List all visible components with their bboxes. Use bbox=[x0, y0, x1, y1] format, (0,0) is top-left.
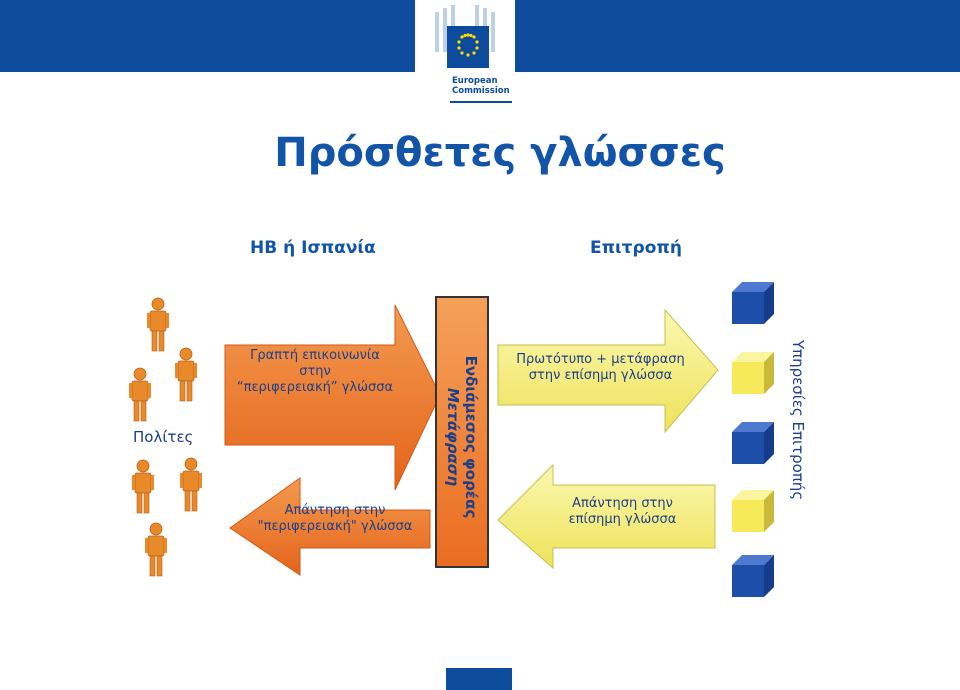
text-line: Μετάφραση bbox=[444, 387, 462, 487]
text-line: στην επίσημη γλώσσα bbox=[528, 368, 673, 383]
cube-yellow-icon bbox=[732, 352, 774, 394]
ec-logo bbox=[415, 0, 515, 105]
cube-blue-icon bbox=[732, 282, 774, 324]
cube-blue-icon bbox=[732, 555, 774, 597]
logo-underline bbox=[450, 101, 512, 103]
right-header: Επιτροπή bbox=[590, 238, 682, 258]
text-line: Ενδιάμεσος φορέας bbox=[462, 355, 480, 519]
ec-building-icon bbox=[435, 5, 495, 68]
text-line: επίσημη γλώσσα bbox=[568, 512, 677, 527]
right-arrow-outgoing bbox=[497, 308, 719, 434]
citizen-icon bbox=[179, 457, 203, 512]
ec-logo-text: European Commission bbox=[452, 76, 510, 96]
cube-yellow-icon bbox=[732, 490, 774, 532]
text-line: στην bbox=[299, 364, 331, 379]
left-arrow-outgoing bbox=[224, 304, 441, 491]
citizens-label: Πολίτες bbox=[133, 428, 194, 446]
logo-line-2: Commission bbox=[452, 86, 510, 96]
right-arrow-bottom-text: Απάντηση στην επίσημη γλώσσα bbox=[550, 496, 695, 528]
cube-blue-icon bbox=[732, 422, 774, 464]
slide-title: Πρόσθετες γλώσσες bbox=[274, 130, 726, 176]
text-line: Απάντηση στην bbox=[572, 496, 673, 511]
text-line: Γραπτή επικοινωνία bbox=[250, 348, 380, 363]
text-line: “περιφερειακή” γλώσσα bbox=[236, 380, 394, 395]
left-arrow-top-text: Γραπτή επικοινωνία στην “περιφερειακή” γ… bbox=[225, 348, 405, 396]
text-line: Απάντηση στην bbox=[284, 503, 386, 518]
intermediary-label: Ενδιάμεσος φορέας Μετάφραση bbox=[444, 312, 480, 562]
right-arrow-top-text: Πρωτότυπο + μετάφραση στην επίσημη γλώσσ… bbox=[498, 352, 703, 384]
commission-services-label: Υπηρεσίες Επιτροπής bbox=[789, 339, 807, 501]
logo-line-1: European bbox=[452, 76, 498, 86]
citizen-icon bbox=[146, 297, 170, 352]
citizen-icon bbox=[174, 347, 198, 402]
left-arrow-reply bbox=[229, 477, 431, 576]
text-line: Πρωτότυπο + μετάφραση bbox=[516, 352, 685, 367]
left-arrow-bottom-text: Απάντηση στην "περιφερειακή" γλώσσα bbox=[235, 503, 435, 535]
citizen-icon bbox=[131, 459, 155, 514]
citizen-icon bbox=[128, 367, 152, 422]
left-header: ΗΒ ή Ισπανία bbox=[250, 238, 376, 258]
citizen-icon bbox=[144, 522, 168, 577]
text-line: "περιφερειακή" γλώσσα bbox=[257, 519, 413, 534]
bottom-tab bbox=[446, 668, 512, 690]
right-arrow-reply bbox=[497, 463, 716, 570]
eu-flag-icon bbox=[447, 26, 489, 68]
intermediary-bar bbox=[435, 296, 489, 568]
